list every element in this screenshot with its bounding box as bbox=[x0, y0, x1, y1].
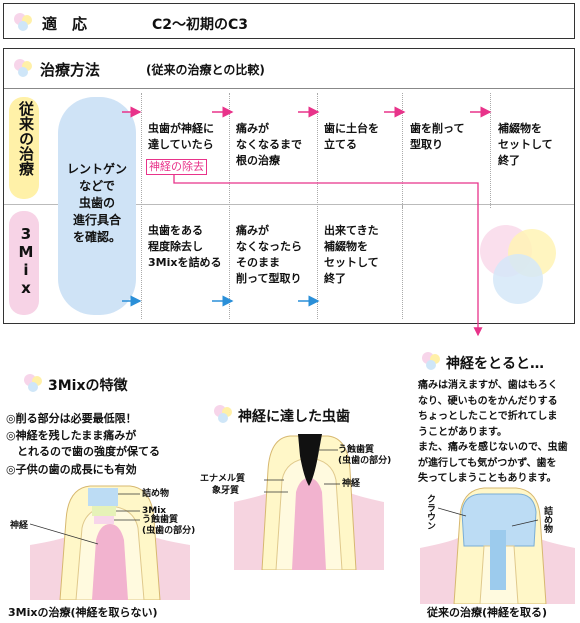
nerve-label-enamel: エナメル質 bbox=[200, 474, 246, 484]
after-removal-caption: 従来の治療(神経を取る) bbox=[427, 606, 548, 619]
color-dots-icon bbox=[214, 405, 232, 423]
nerve-removal-tag: 神経の除去 bbox=[146, 159, 207, 175]
conventional-step-3: 歯に土台を 立てる bbox=[324, 122, 379, 151]
applicability-box: 適 応 C2～初期のC3 bbox=[3, 3, 575, 39]
row-label-3mix-text: 3Mix bbox=[17, 225, 35, 297]
conventional-step-4: 歯を削って 型取り bbox=[410, 122, 465, 151]
feature-item-1: ◎削る部分は必要最低限！ bbox=[6, 412, 137, 425]
after-removal-title: 神経をとると… bbox=[446, 356, 544, 372]
features-caption: 3Mixの治療(神経を取らない) bbox=[8, 606, 158, 619]
decorative-color-circles bbox=[480, 225, 556, 304]
mix-label-nerve: 神経 bbox=[10, 521, 29, 531]
mix-step-2: 痛みが なくなったら そのまま 削って型取り bbox=[236, 224, 302, 285]
column-divider bbox=[402, 205, 403, 319]
row-label-conventional bbox=[9, 97, 39, 199]
crown-label: クラウン bbox=[425, 494, 435, 530]
common-step-blob bbox=[58, 97, 136, 315]
conventional-step-1: 虫歯が神経に 達していたら bbox=[148, 122, 214, 151]
conventional-step-5: 補綴物を セットして 終了 bbox=[498, 122, 553, 167]
applicability-heading: 適 応 bbox=[42, 15, 88, 33]
feature-item-2: ◎神経を残したまま痛みが とれるので歯の強度が保てる bbox=[6, 429, 160, 458]
nerve-tooth-title: 神経に達した虫歯 bbox=[238, 409, 350, 425]
3mix-tooth-diagram bbox=[30, 485, 190, 600]
conventional-step-2: 痛みが なくなるまで 根の治療 bbox=[236, 122, 302, 167]
common-step-text: レントゲン などで 虫歯の 進行具合 を確認。 bbox=[66, 162, 127, 244]
mix-label-filling: 詰め物 bbox=[142, 489, 170, 499]
features-title: 3Mixの特徴 bbox=[48, 378, 128, 394]
nerve-tooth-diagram bbox=[234, 434, 384, 570]
mix-step-3: 出来てきた 補綴物を セットして 終了 bbox=[324, 224, 379, 285]
header-divider bbox=[4, 88, 574, 89]
color-dots-icon bbox=[14, 13, 32, 31]
after-removal-text: 痛みは消えますが、歯はもろく なり、硬いものをかんだりする ちょっとしたことで折… bbox=[418, 380, 568, 484]
column-divider bbox=[229, 93, 230, 319]
filling-label: 詰め物 bbox=[542, 506, 552, 533]
method-heading: 治療方法 bbox=[40, 61, 101, 79]
nerve-label-nerve: 神経 bbox=[342, 479, 361, 489]
nerve-label-decayed: う蝕歯質 (虫歯の部分) bbox=[338, 445, 392, 466]
mix-step-1: 虫歯をある 程度除去し 3Mixを詰める bbox=[148, 224, 222, 269]
feature-item-3: ◎子供の歯の成長にも有効 bbox=[6, 463, 137, 476]
method-subheading: (従来の治療との比較) bbox=[146, 63, 265, 77]
row-label-conventional-text: 従来の治療 bbox=[17, 101, 35, 176]
treatment-method-box: 治療方法 (従来の治療との比較) 従来の治療 3Mix レントゲン などで 虫歯… bbox=[3, 48, 575, 324]
color-dots-icon bbox=[422, 352, 440, 370]
mix-label-decayed: う蝕歯質 (虫歯の部分) bbox=[142, 515, 196, 536]
column-divider bbox=[317, 93, 318, 319]
mix-label-3mix: 3Mix bbox=[142, 506, 167, 516]
conventional-tooth-diagram bbox=[420, 487, 575, 604]
column-divider bbox=[490, 93, 491, 208]
column-divider bbox=[141, 93, 142, 319]
color-dots-icon bbox=[24, 374, 42, 392]
applicability-value: C2～初期のC3 bbox=[152, 17, 249, 33]
color-dots-icon bbox=[14, 59, 32, 77]
nerve-label-dentin: 象牙質 bbox=[212, 486, 240, 496]
column-divider bbox=[402, 93, 403, 208]
row-label-3mix bbox=[9, 211, 39, 315]
